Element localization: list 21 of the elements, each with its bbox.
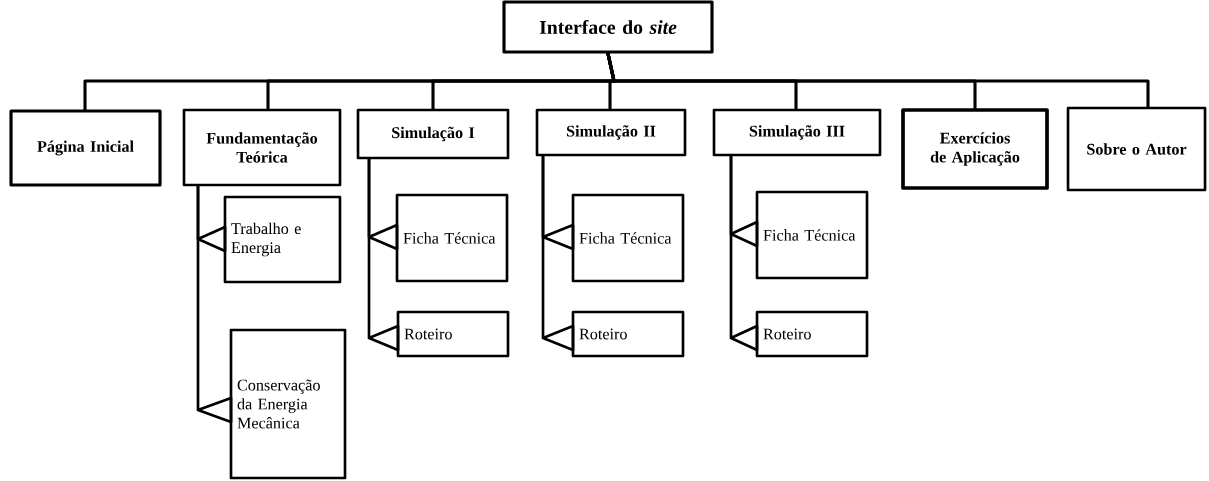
- subpage-box: Trabalho e Energia: [223, 195, 342, 284]
- page-box: Simulação II: [535, 108, 687, 157]
- page-box: Simulação III: [712, 108, 882, 157]
- subpage-box: Roteiro: [755, 310, 869, 358]
- subpage-box: Ficha Técnica: [571, 193, 685, 283]
- subpage-box: Ficha Técnica: [395, 193, 509, 283]
- subpage-box: Conservação da Energia Mecânica: [229, 328, 347, 480]
- page-box: Simulação I: [356, 108, 510, 160]
- connector-line: [367, 158, 400, 352]
- connector-line: [196, 185, 233, 424]
- subpage-box: Roteiro: [571, 310, 685, 358]
- page-box: Sobre o Autor: [1066, 106, 1207, 192]
- title-box: Interface do site: [502, 0, 714, 54]
- subpage-box: Ficha Técnica: [755, 190, 869, 280]
- connector-line: [606, 52, 1150, 109]
- subpage-box: Roteiro: [396, 310, 510, 358]
- page-box: Fundamentação Teórica: [182, 108, 342, 187]
- page-box: Página Inicial: [9, 109, 162, 187]
- connector-line: [541, 154, 575, 352]
- connector-line: [729, 154, 759, 352]
- page-box: Exercícios de Aplicação: [901, 108, 1049, 190]
